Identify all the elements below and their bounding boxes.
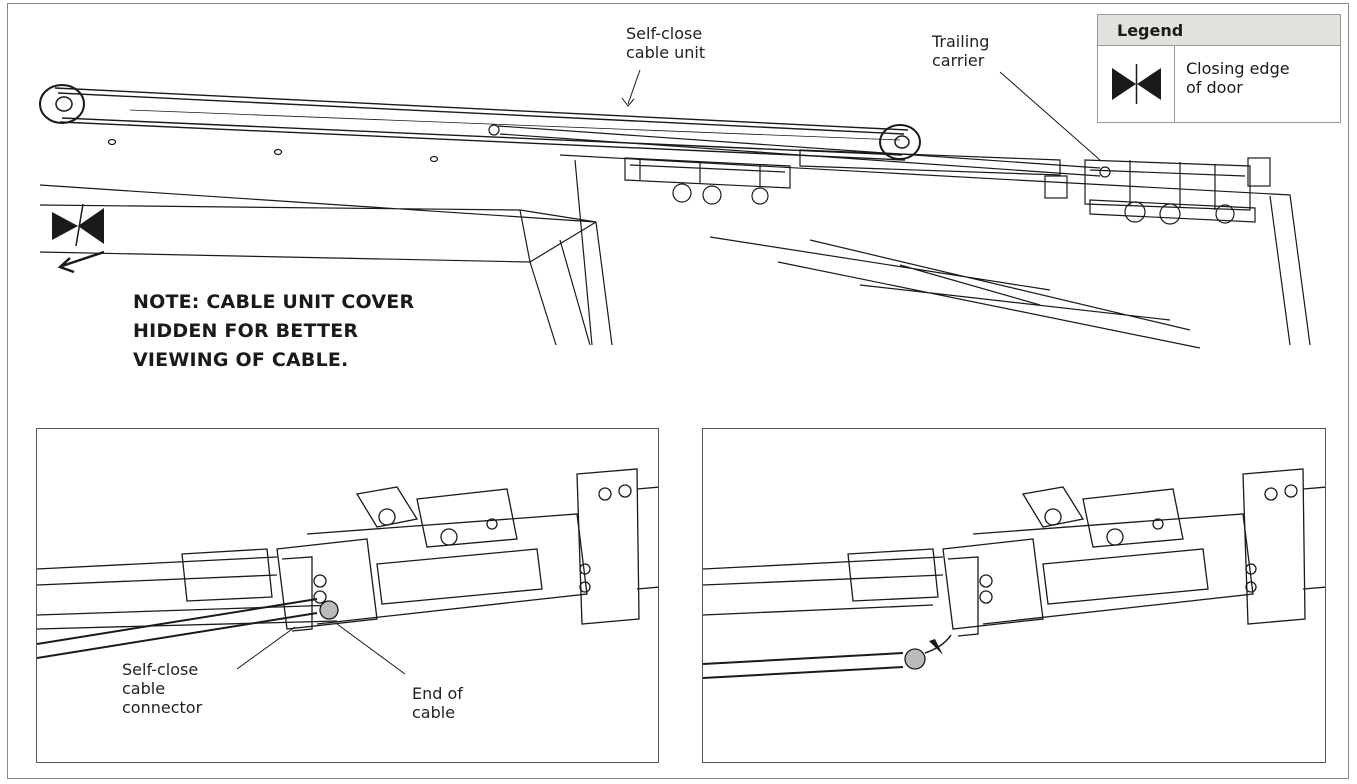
label-end-of-cable: End of cable bbox=[412, 684, 463, 722]
legend-description: Closing edge of door bbox=[1186, 59, 1290, 97]
label-self-close-cable-unit: Self-close cable unit bbox=[626, 24, 706, 62]
label-self-close-cable-connector: Self-close cable connector bbox=[122, 660, 203, 717]
inset-disconnected-drawing bbox=[703, 468, 1325, 679]
label-trailing-carrier: Trailing carrier bbox=[932, 32, 990, 70]
diagram-frame bbox=[7, 3, 1349, 779]
inset-connected bbox=[36, 428, 659, 763]
inset-disconnected bbox=[702, 428, 1326, 763]
inset-connected-drawing bbox=[37, 468, 658, 675]
legend-title: Legend bbox=[1117, 21, 1184, 40]
legend-box: Legend Closing edge of door bbox=[1097, 14, 1341, 123]
closing-edge-icon bbox=[1112, 64, 1161, 104]
closing-edge-icon bbox=[52, 203, 105, 274]
legend-symbol-cell bbox=[1098, 46, 1175, 123]
note-text: NOTE: CABLE UNIT COVER HIDDEN FOR BETTER… bbox=[133, 291, 415, 371]
legend-header: Legend bbox=[1098, 15, 1340, 46]
